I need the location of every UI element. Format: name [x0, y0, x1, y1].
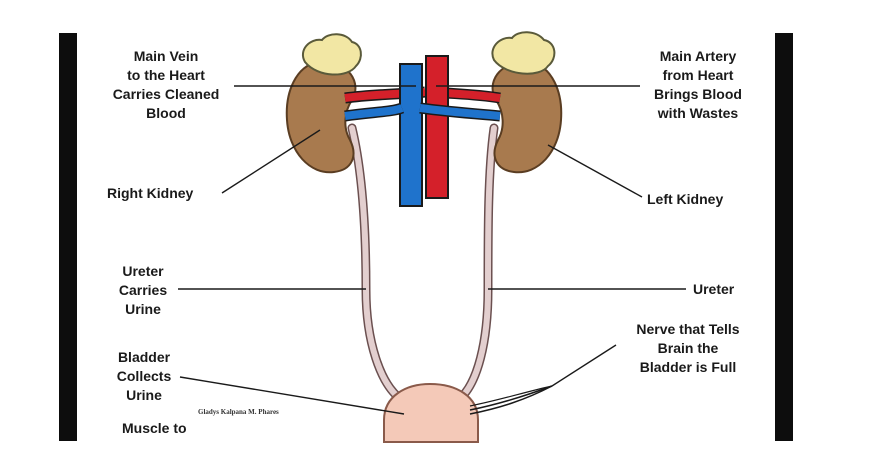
left-kidney-leader-line [547, 144, 643, 198]
right-frame-bar [775, 33, 793, 441]
author-credit: Gladys Kalpana M. Phares [198, 408, 279, 416]
nerve-label: Nerve that Tells Brain the Bladder is Fu… [636, 321, 740, 375]
bladder-leader-line [179, 376, 405, 415]
ureter-right-label: Ureter [693, 281, 735, 297]
main-artery-label: Main Artery from Heart Brings Blood with… [654, 48, 742, 121]
right-kidney-label: Right Kidney [107, 185, 194, 201]
bladder-shape [383, 382, 479, 443]
left-adrenal-gland [491, 31, 556, 75]
nerve-line [469, 385, 553, 411]
right-kidney-leader-line [221, 129, 321, 194]
bladder-label: Bladder Collects Urine [116, 349, 172, 403]
main-vein-vessel [399, 63, 423, 207]
left-renal-vein [419, 104, 501, 120]
right-kidney-shape [285, 60, 357, 174]
main-vein-label: Main Vein to the Heart Carries Cleaned B… [112, 48, 220, 121]
muscle-label: Muscle to [122, 420, 187, 436]
left-kidney-shape [491, 60, 563, 174]
left-kidney-label: Left Kidney [647, 191, 724, 207]
main-artery-vessel [425, 55, 449, 199]
right-renal-vein [344, 104, 404, 120]
ureter-left-label: Ureter Carries Urine [118, 263, 168, 317]
leader-lines [178, 85, 686, 415]
left-frame-bar [59, 33, 77, 441]
right-adrenal-gland [302, 33, 362, 76]
nerve-leader-line [551, 344, 617, 387]
